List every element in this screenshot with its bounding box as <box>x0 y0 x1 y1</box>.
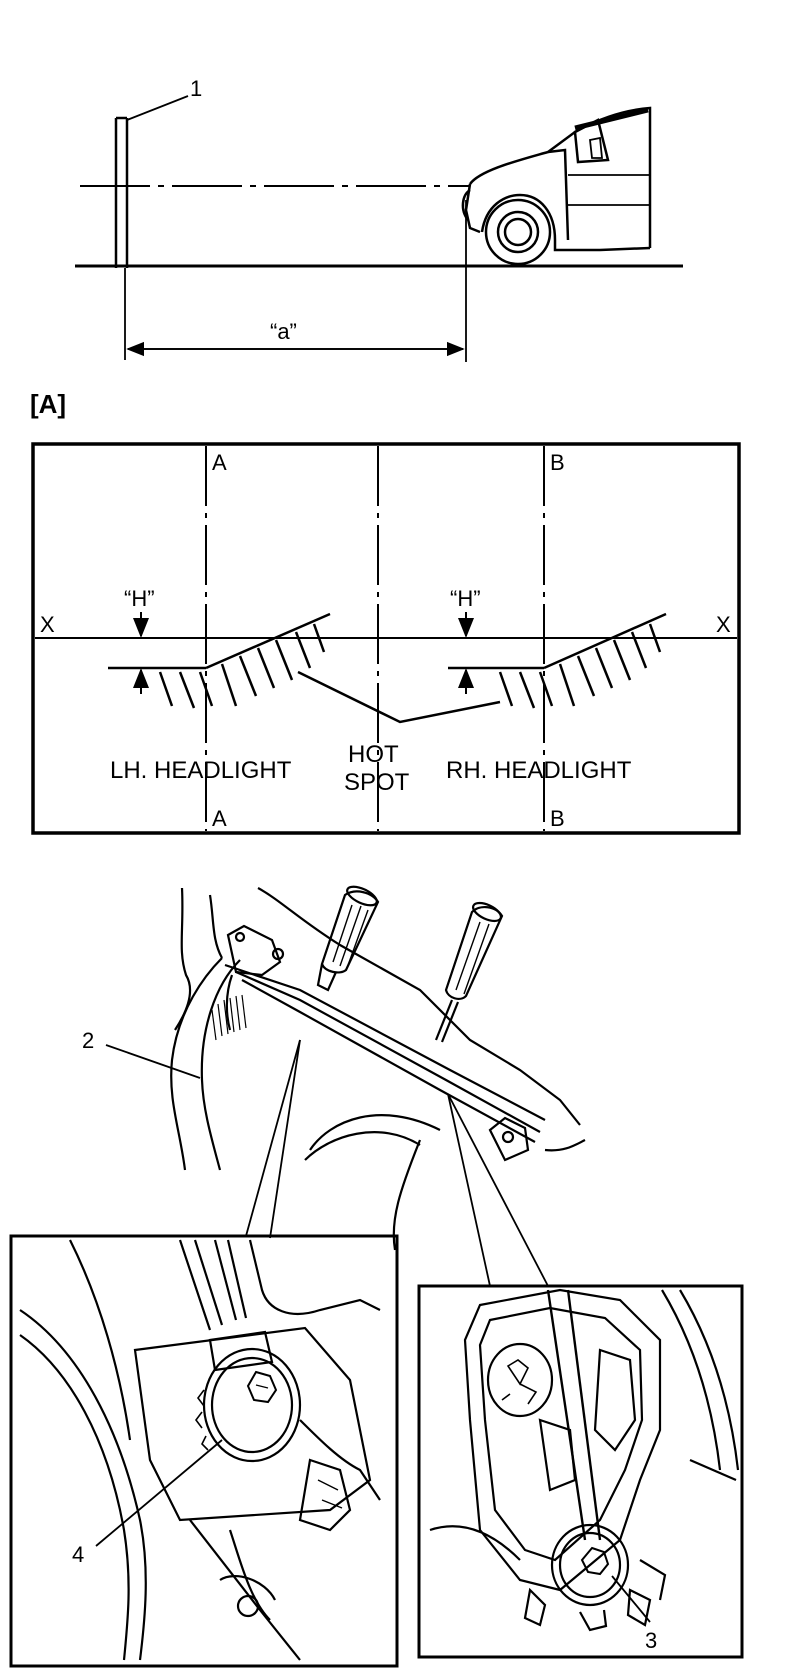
callout-1-leader <box>126 95 189 121</box>
x-left-label: X <box>40 612 55 637</box>
callout-4: 4 <box>72 1542 84 1567</box>
axis-a-bottom-label: A <box>212 806 227 831</box>
rh-beam-pattern <box>448 612 667 709</box>
adjuster-right-detail <box>429 1288 740 1632</box>
adjuster-illustration <box>9 885 744 1668</box>
screen-distance-diagram <box>75 95 683 362</box>
screen-frame <box>31 442 741 835</box>
hot-spot-label-line1: HOT <box>348 741 399 768</box>
aiming-screen <box>31 442 741 835</box>
screwdriver-left <box>316 885 380 992</box>
x-right-label: X <box>716 612 731 637</box>
callout-3-leader <box>611 1575 651 1623</box>
distance-label: “a” <box>270 319 297 344</box>
h-left-label: “H” <box>124 586 155 611</box>
hot-spot-label-line2: SPOT <box>344 769 410 796</box>
adjuster-left-detail <box>19 1239 381 1661</box>
screwdriver-right <box>434 901 504 1043</box>
zoom-lines <box>245 1039 549 1287</box>
callout-2-leader <box>105 1044 201 1079</box>
rh-headlight-label: RH. HEADLIGHT <box>446 757 632 784</box>
lh-headlight-label: LH. HEADLIGHT <box>110 757 292 784</box>
lh-beam-pattern <box>108 612 331 709</box>
section-label: [A] <box>30 389 66 419</box>
hot-spot-leader <box>297 670 501 724</box>
detail-box-left <box>9 1234 399 1668</box>
callout-2: 2 <box>82 1028 94 1053</box>
callout-4-leader <box>95 1439 223 1547</box>
vehicle-front <box>461 106 652 266</box>
callout-3: 3 <box>645 1628 657 1653</box>
axis-b-top-label: B <box>550 450 565 475</box>
h-right-label: “H” <box>450 586 481 611</box>
axis-b-bottom-label: B <box>550 806 565 831</box>
axis-a-top-label: A <box>212 450 227 475</box>
screen-post <box>114 116 129 268</box>
callout-1: 1 <box>190 76 202 101</box>
detail-box-right <box>417 1284 744 1659</box>
headlight-housing <box>170 887 586 1251</box>
